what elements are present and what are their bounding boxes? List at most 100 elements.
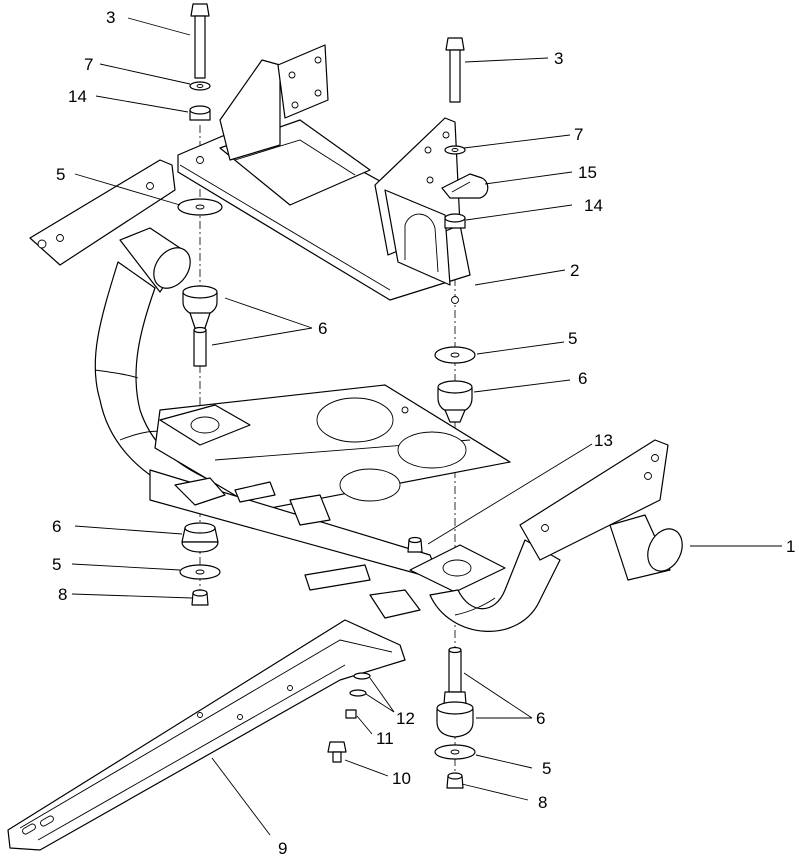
tab-hole bbox=[426, 176, 434, 184]
callout-5-upper-right: 5 bbox=[568, 329, 577, 348]
callout-14-left: 14 bbox=[68, 87, 87, 106]
callout-labels: 3 7 14 5 6 6 5 8 3 7 15 14 2 5 6 13 1 6 … bbox=[52, 8, 795, 858]
tube-contour bbox=[454, 597, 496, 616]
tab-hole bbox=[288, 71, 296, 79]
callout-6-lower-left: 6 bbox=[52, 517, 61, 536]
mount-pad-hole bbox=[190, 416, 220, 434]
tube-contour bbox=[94, 369, 139, 379]
sleeve-top bbox=[448, 646, 462, 654]
right-plate-hole bbox=[541, 524, 549, 532]
callout-6-upper-left: 6 bbox=[318, 319, 327, 338]
washer-hole bbox=[196, 84, 204, 88]
plate-hole bbox=[401, 406, 409, 414]
right-side-plate bbox=[519, 439, 669, 561]
hex-nut-top bbox=[447, 772, 463, 780]
washer-hole bbox=[450, 749, 460, 755]
rail-flange-edge bbox=[19, 639, 393, 829]
tab-hole bbox=[424, 146, 432, 154]
rail-slot bbox=[40, 815, 54, 827]
washer-hole bbox=[450, 352, 460, 358]
mount-tab-left bbox=[277, 44, 329, 119]
callout-8-left: 8 bbox=[58, 585, 67, 604]
right-tube-end bbox=[647, 528, 683, 572]
bracket bbox=[304, 564, 371, 591]
rail-web-edge bbox=[37, 664, 346, 841]
frame-weldment bbox=[29, 159, 683, 632]
tab-hole bbox=[314, 56, 322, 64]
bracket bbox=[369, 589, 421, 619]
main-tube-right bbox=[429, 539, 561, 632]
left-upper-hardware bbox=[177, 3, 223, 367]
washer-hole bbox=[195, 204, 205, 210]
rail-fastener-hardware bbox=[327, 536, 423, 763]
spacer-top bbox=[444, 213, 466, 223]
washer-hole bbox=[451, 148, 459, 152]
tab-hole bbox=[291, 101, 299, 109]
callout-2: 2 bbox=[570, 261, 579, 280]
isolator-base bbox=[189, 312, 211, 329]
sleeve bbox=[193, 329, 207, 367]
isolator-base bbox=[181, 541, 219, 553]
callout-11: 11 bbox=[376, 729, 394, 748]
rail-hole bbox=[287, 685, 293, 691]
tab-hole bbox=[442, 131, 450, 139]
callout-7-left: 7 bbox=[84, 55, 93, 74]
left-plate-hole bbox=[37, 239, 47, 249]
left-lower-hardware bbox=[179, 522, 221, 606]
bolt-head bbox=[190, 3, 210, 17]
bracket bbox=[289, 494, 331, 526]
spacer-11 bbox=[345, 709, 357, 719]
mount-gusset bbox=[384, 189, 451, 286]
rail-hole bbox=[197, 712, 203, 718]
left-side-plate bbox=[29, 159, 176, 266]
callout-5-lower-right: 5 bbox=[542, 759, 551, 778]
left-plate-hole bbox=[146, 182, 154, 190]
clip bbox=[441, 173, 489, 199]
isolator-top bbox=[437, 380, 473, 394]
callout-14-right: 14 bbox=[584, 196, 603, 215]
hex-nut-top bbox=[192, 589, 208, 597]
callout-15: 15 bbox=[578, 163, 597, 182]
callout-12: 12 bbox=[396, 709, 415, 728]
bracket bbox=[174, 477, 226, 506]
isolator-top bbox=[182, 285, 218, 299]
left-tube-end bbox=[153, 247, 191, 289]
callout-1: 1 bbox=[786, 537, 795, 556]
mount-hole bbox=[451, 296, 459, 304]
callout-5-lower-left: 5 bbox=[52, 555, 61, 574]
bolt-10-head bbox=[327, 741, 347, 753]
bolt-shank bbox=[449, 49, 461, 103]
plate-cutout bbox=[339, 468, 401, 502]
side-rail bbox=[7, 619, 406, 851]
seat-mount-bracket bbox=[177, 44, 471, 304]
callout-7-right: 7 bbox=[574, 125, 583, 144]
mount-upright-left bbox=[219, 59, 281, 161]
right-upper-hardware bbox=[434, 37, 489, 423]
bolt-10-shank bbox=[332, 751, 342, 763]
mount-edge bbox=[179, 164, 391, 291]
rail-channel bbox=[7, 619, 406, 851]
mount-recess-line bbox=[234, 139, 356, 176]
callout-9: 9 bbox=[278, 839, 287, 858]
clip-edge bbox=[451, 181, 471, 193]
gusset-arch bbox=[404, 213, 439, 273]
callout-13: 13 bbox=[594, 431, 613, 450]
bolt-shank bbox=[194, 15, 206, 79]
spacer-top bbox=[189, 105, 211, 115]
callout-3-right: 3 bbox=[554, 49, 563, 68]
mount-hole bbox=[196, 156, 204, 164]
washer-12 bbox=[349, 689, 367, 697]
isolator-top bbox=[436, 701, 474, 715]
leader-lines bbox=[71, 17, 782, 836]
rail-hole bbox=[237, 714, 243, 720]
callout-3-left: 3 bbox=[106, 8, 115, 27]
right-lower-hardware bbox=[434, 646, 476, 789]
callout-8-right: 8 bbox=[538, 793, 547, 812]
callout-6-upper-right: 6 bbox=[578, 369, 587, 388]
bracket bbox=[234, 481, 276, 503]
sleeve-top bbox=[193, 326, 207, 334]
callout-10: 10 bbox=[392, 769, 411, 788]
plate-cutout bbox=[316, 397, 394, 443]
right-plate-hole bbox=[651, 454, 659, 462]
